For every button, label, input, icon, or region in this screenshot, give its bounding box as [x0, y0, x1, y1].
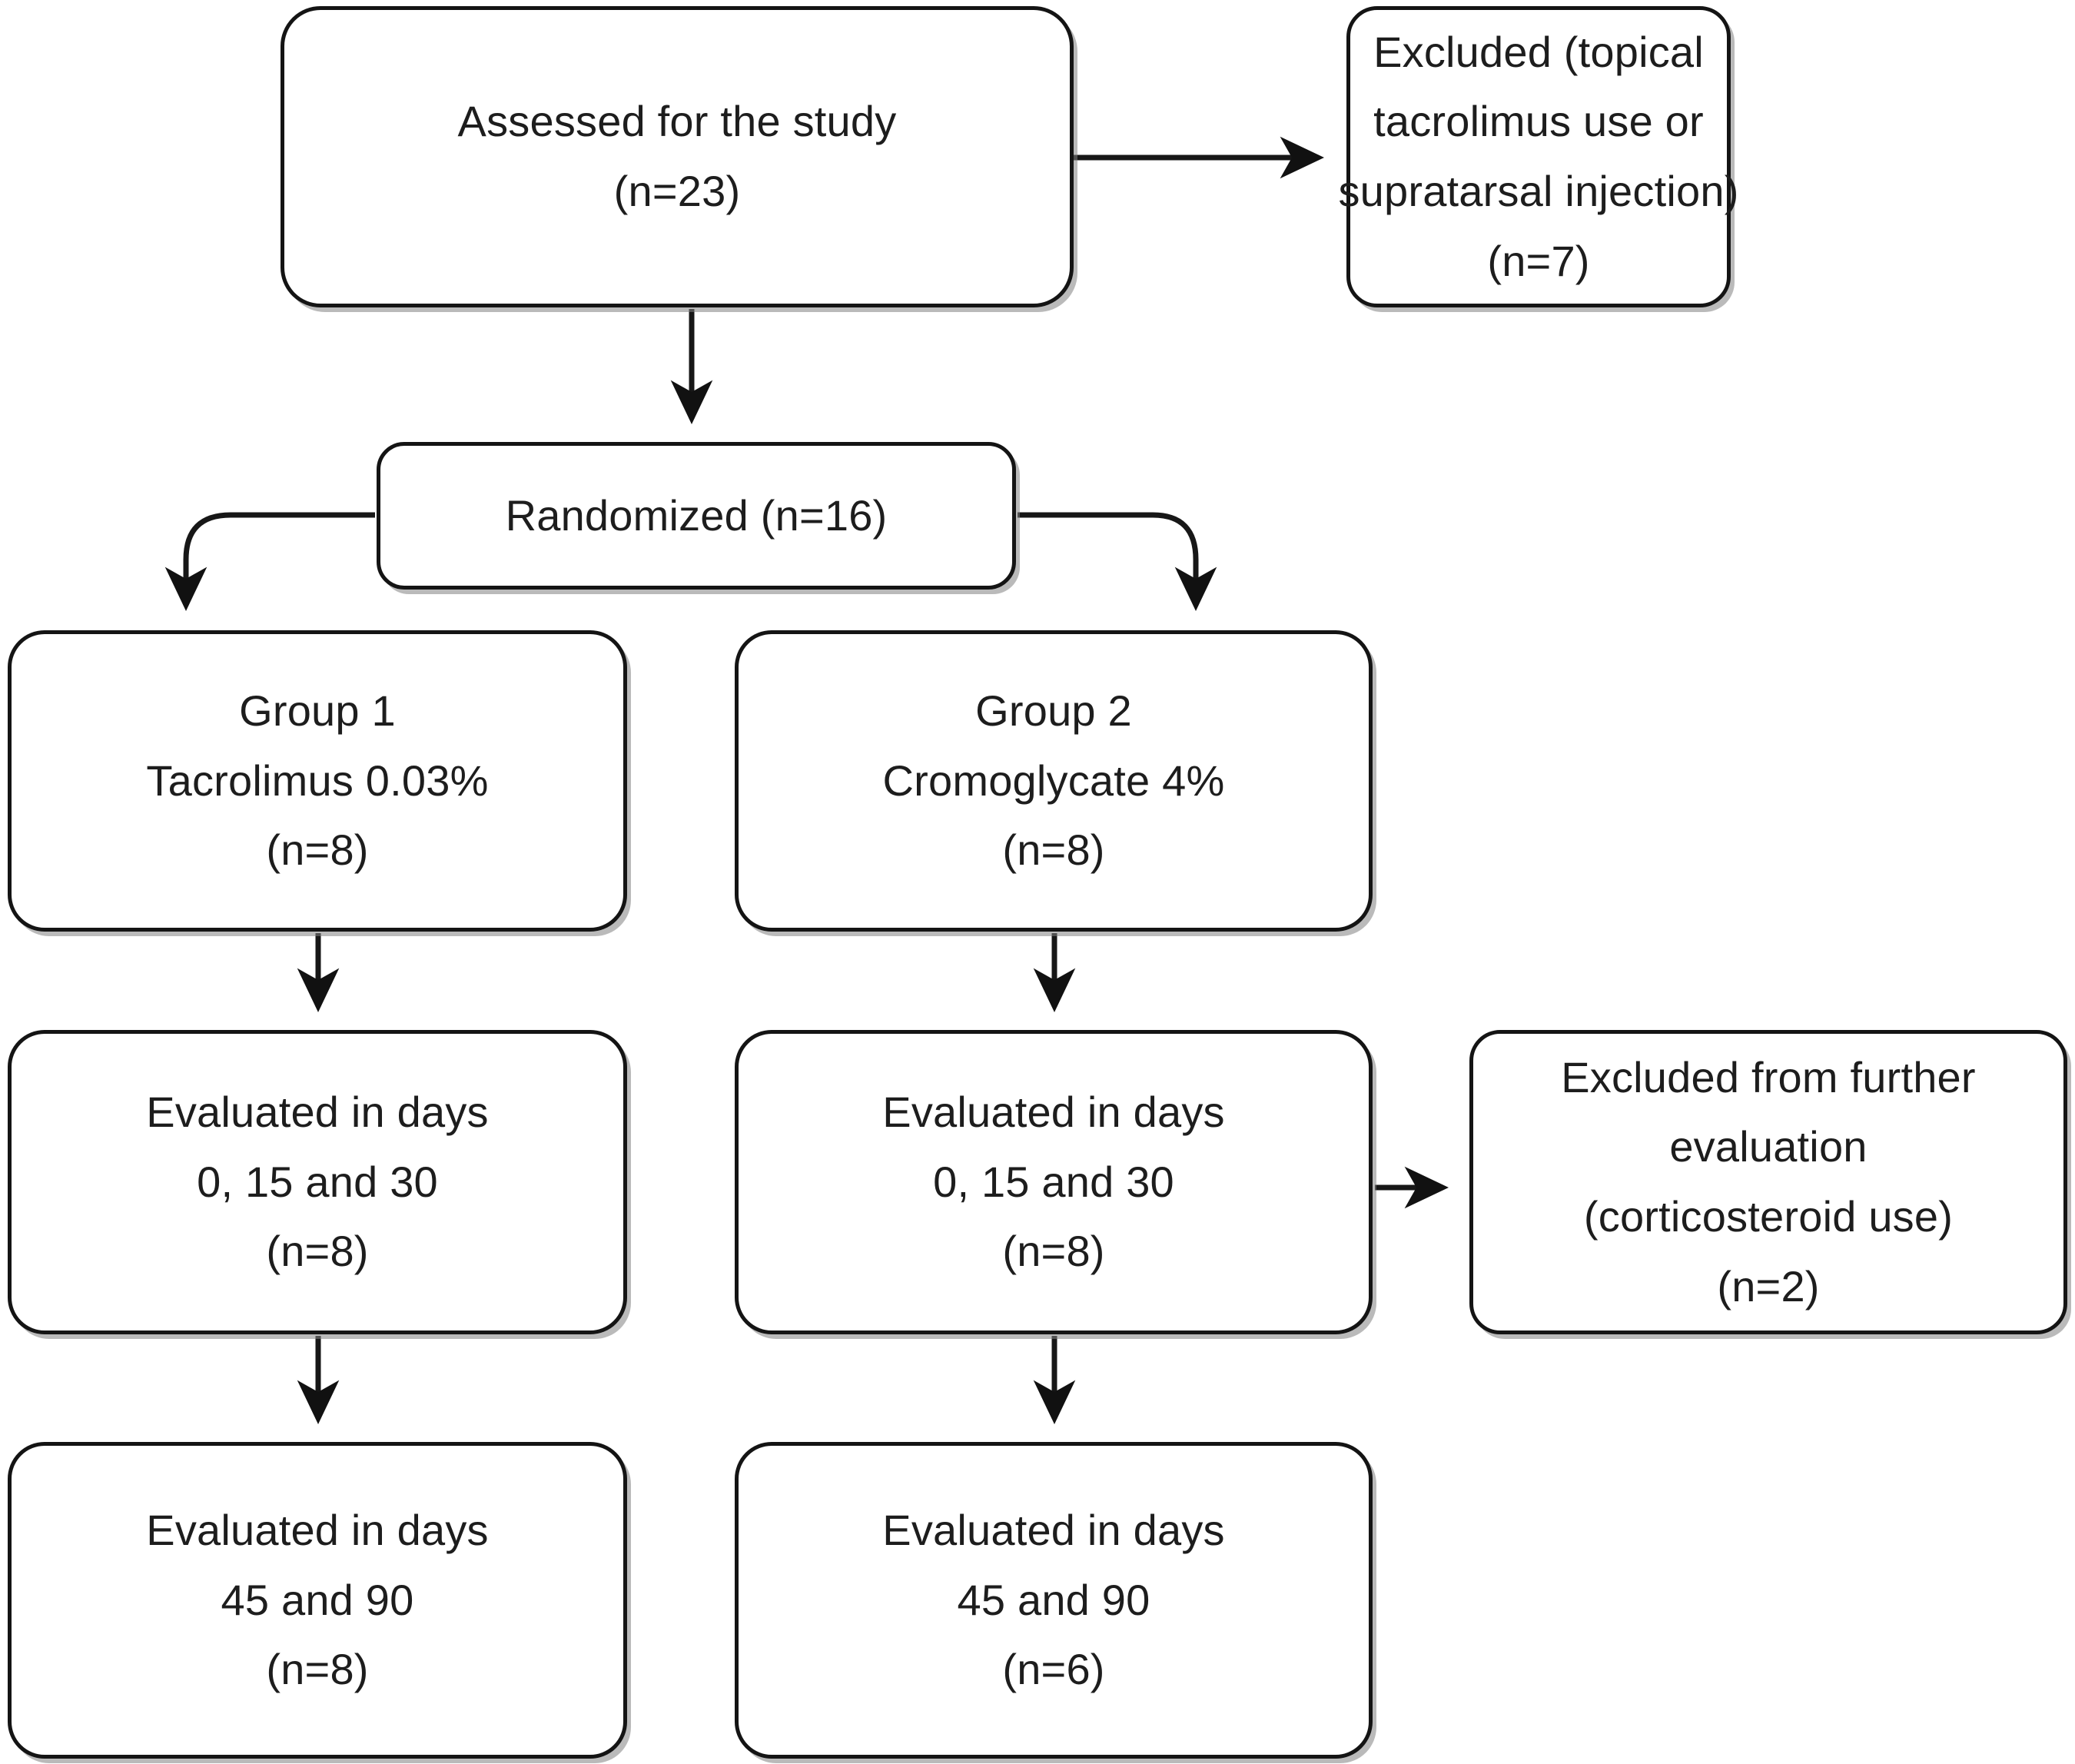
node-eval2-mid-text: Evaluated in days 0, 15 and 30 (n=8) — [868, 1078, 1238, 1287]
node-randomized-text: Randomized (n=16) — [492, 481, 901, 551]
node-line: tacrolimus use or — [1373, 97, 1704, 146]
node-line: Group 2 — [975, 686, 1132, 735]
node-line: (n=23) — [613, 167, 741, 215]
node-group-2-evaluated-45-90: Evaluated in days 45 and 90 (n=6) — [735, 1442, 1373, 1759]
edge-randomized-to-group2 — [1018, 512, 1217, 612]
node-line: 45 and 90 — [957, 1575, 1150, 1624]
node-line: (n=2) — [1717, 1261, 1820, 1311]
node-line: (corticosteroid use) — [1583, 1192, 1954, 1241]
node-line: (n=8) — [1002, 1227, 1105, 1276]
node-group-1-evaluated-0-15-30: Evaluated in days 0, 15 and 30 (n=8) — [8, 1030, 627, 1334]
node-line: Tacrolimus 0.03% — [146, 756, 489, 805]
node-line: evaluation — [1669, 1122, 1868, 1171]
node-line: Group 1 — [239, 686, 396, 735]
node-line: (n=6) — [1002, 1645, 1105, 1694]
node-line: Evaluated in days — [146, 1505, 489, 1554]
node-line: Evaluated in days — [882, 1087, 1225, 1136]
node-excluded-corticosteroid: Excluded from further evaluation (cortic… — [1469, 1030, 2067, 1334]
node-randomized: Randomized (n=16) — [377, 442, 1016, 590]
node-line: 0, 15 and 30 — [933, 1157, 1174, 1206]
node-excluded-topical-text: Excluded (topical tacrolimus use or supr… — [1324, 18, 1752, 297]
node-excluded-corticosteroid-text: Excluded from further evaluation (cortic… — [1547, 1043, 1990, 1322]
node-eval1-bot-text: Evaluated in days 45 and 90 (n=8) — [132, 1496, 502, 1705]
edge-randomized-to-group1 — [164, 512, 375, 612]
node-group-1-tacrolimus: Group 1 Tacrolimus 0.03% (n=8) — [8, 630, 627, 932]
node-eval2-bot-text: Evaluated in days 45 and 90 (n=6) — [868, 1496, 1238, 1705]
node-line: 45 and 90 — [221, 1575, 414, 1624]
node-line: (n=8) — [266, 826, 369, 875]
node-line: Evaluated in days — [146, 1087, 489, 1136]
node-excluded-topical: Excluded (topical tacrolimus use or supr… — [1338, 6, 1738, 307]
node-assessed-text: Assessed for the study (n=23) — [444, 87, 911, 226]
node-line: Cromoglycate 4% — [882, 756, 1225, 805]
node-line: 0, 15 and 30 — [197, 1157, 438, 1206]
node-group-2-evaluated-0-15-30: Evaluated in days 0, 15 and 30 (n=8) — [735, 1030, 1373, 1334]
node-line: Evaluated in days — [882, 1505, 1225, 1554]
node-group-1-text: Group 1 Tacrolimus 0.03% (n=8) — [132, 676, 502, 885]
node-line: Assessed for the study — [457, 97, 897, 146]
node-assessed-for-study: Assessed for the study (n=23) — [281, 6, 1074, 307]
node-line: supratarsal injection) — [1338, 167, 1739, 215]
node-line: Randomized (n=16) — [505, 490, 888, 540]
node-group-2-text: Group 2 Cromoglycate 4% (n=8) — [869, 676, 1239, 885]
node-line: (n=8) — [266, 1645, 369, 1694]
node-line: Excluded (topical — [1373, 27, 1704, 76]
node-group-2-cromoglycate: Group 2 Cromoglycate 4% (n=8) — [735, 630, 1373, 932]
node-line: (n=8) — [266, 1227, 369, 1276]
node-line: Excluded from further — [1561, 1052, 1976, 1101]
node-line: (n=8) — [1002, 826, 1105, 875]
node-eval1-mid-text: Evaluated in days 0, 15 and 30 (n=8) — [132, 1078, 502, 1287]
node-line: (n=7) — [1487, 236, 1590, 285]
node-group-1-evaluated-45-90: Evaluated in days 45 and 90 (n=8) — [8, 1442, 627, 1759]
